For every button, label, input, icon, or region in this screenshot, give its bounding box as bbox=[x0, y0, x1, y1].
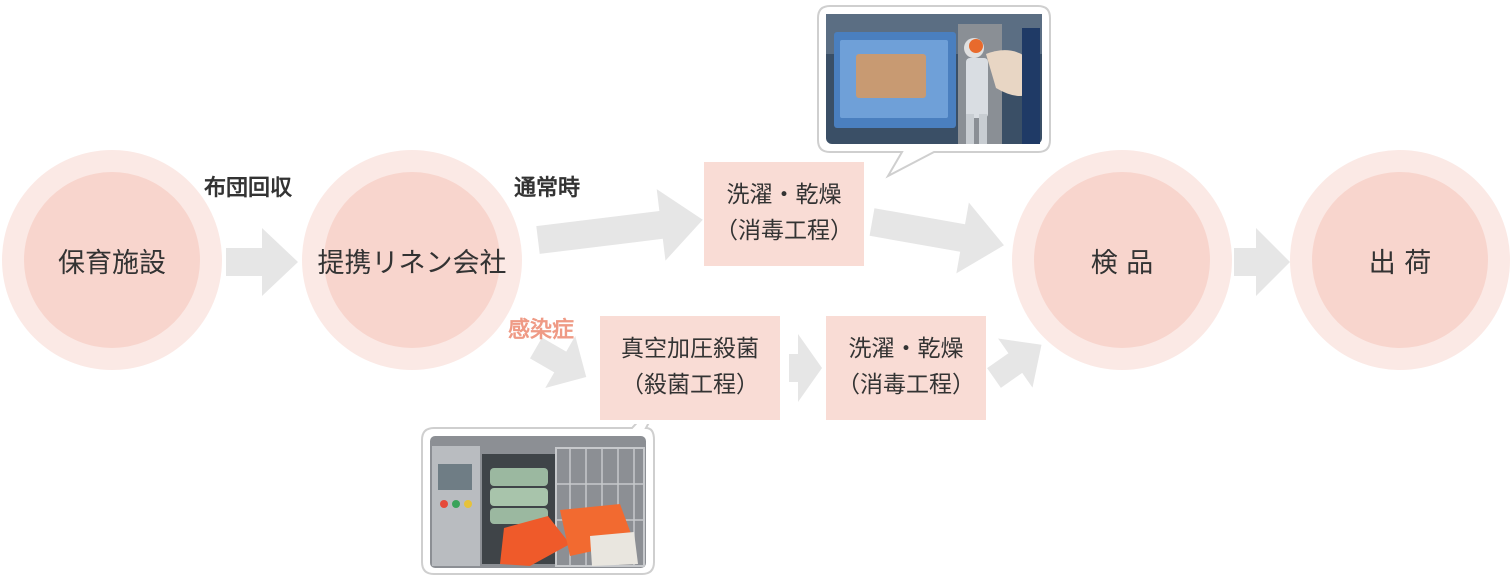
arrow-linen-to-wash bbox=[536, 189, 703, 261]
process-vacuum-line2: （殺菌工程） bbox=[621, 372, 759, 398]
process-wash-bottom: 洗濯・乾燥 （消毒工程） bbox=[826, 316, 986, 420]
process-wash-top: 洗濯・乾燥 （消毒工程） bbox=[704, 162, 864, 266]
node-shipping: 出 荷 bbox=[1290, 150, 1510, 370]
label-futon-collection: 布団回収 bbox=[204, 176, 293, 201]
process-wash-top-line1: 洗濯・乾燥 bbox=[726, 182, 842, 209]
node-inspection: 検 品 bbox=[1012, 150, 1232, 370]
node-shipping-label: 出 荷 bbox=[1312, 172, 1488, 348]
node-inspection-label: 検 品 bbox=[1034, 172, 1210, 348]
arrow-facility-to-linen bbox=[226, 228, 298, 296]
node-facility-label: 保育施設 bbox=[24, 172, 200, 348]
process-wash-top-line2: （消毒工程） bbox=[715, 218, 853, 244]
arrow-linen-to-vacuum bbox=[530, 336, 587, 388]
arrow-wash-to-inspection bbox=[869, 202, 1004, 274]
vacuum-sterilizer-photo bbox=[421, 424, 655, 575]
label-normal: 通常時 bbox=[514, 176, 581, 201]
arrow-vacuum-to-wash bbox=[789, 334, 822, 402]
arrow-wash-to-inspection-lower bbox=[987, 338, 1042, 388]
process-vacuum: 真空加圧殺菌 （殺菌工程） bbox=[600, 316, 780, 420]
process-wash-bottom-line2: （消毒工程） bbox=[837, 372, 975, 398]
node-facility: 保育施設 bbox=[2, 150, 222, 370]
process-wash-bottom-line1: 洗濯・乾燥 bbox=[848, 336, 964, 363]
process-vacuum-line1: 真空加圧殺菌 bbox=[621, 336, 759, 363]
washing-machine-photo bbox=[817, 5, 1051, 179]
arrow-inspection-to-shipping bbox=[1234, 228, 1290, 296]
node-linen-company: 提携リネン会社 bbox=[302, 150, 522, 370]
label-infection: 感染症 bbox=[508, 318, 575, 343]
node-linen-company-label: 提携リネン会社 bbox=[318, 172, 507, 348]
